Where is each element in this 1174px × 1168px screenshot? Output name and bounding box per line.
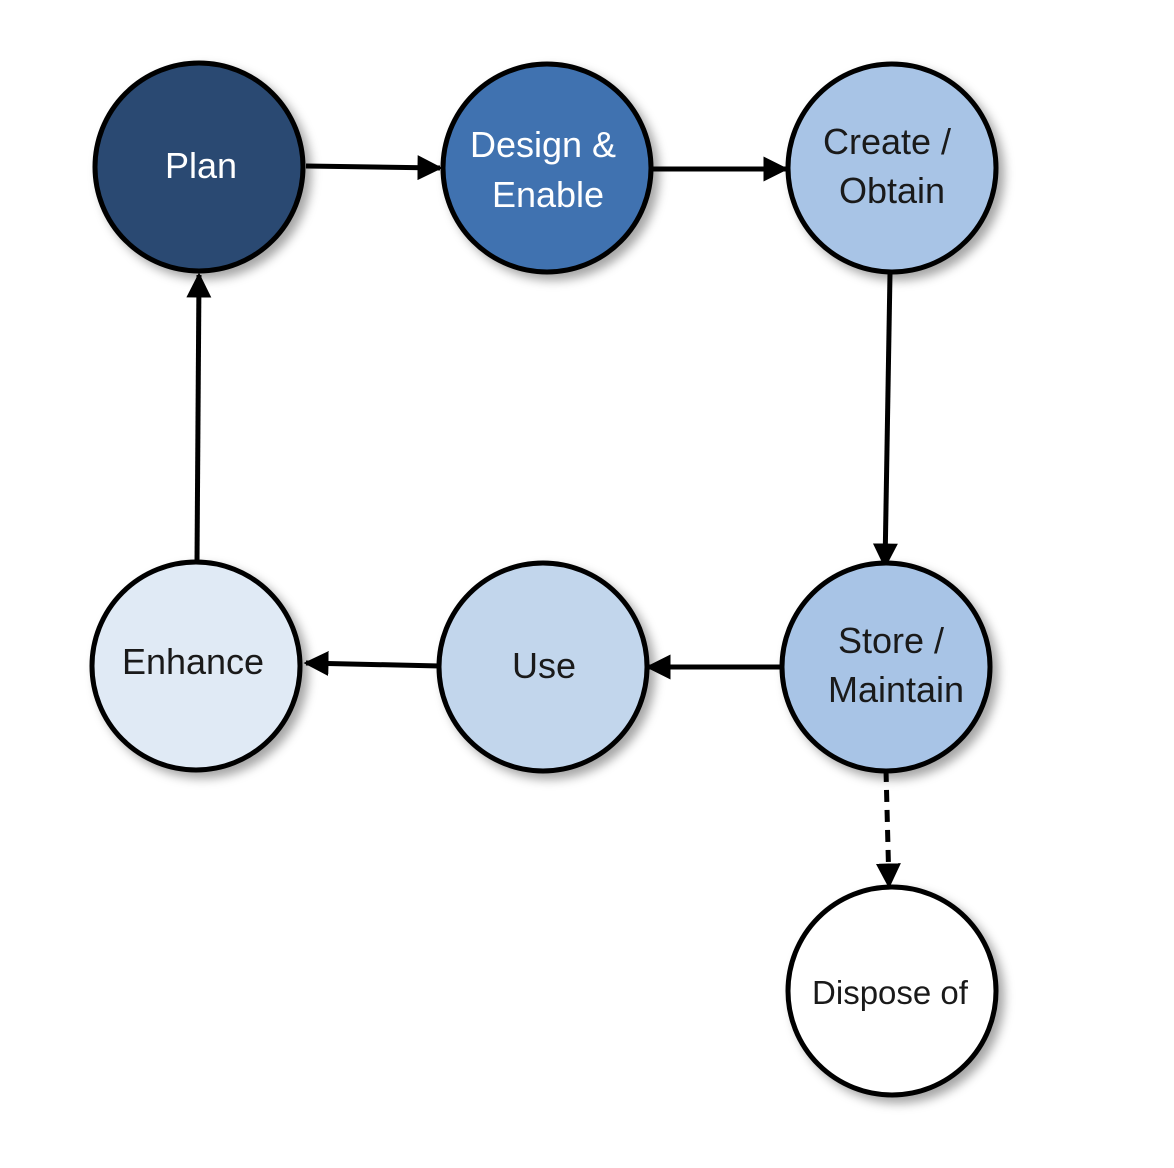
- edge-store-maintain-to-dispose-of: [875, 769, 901, 889]
- edge-use-to-enhance: [303, 651, 441, 677]
- node-use-label: Use: [512, 645, 576, 686]
- node-enhance-label: Enhance: [122, 641, 264, 682]
- node-dispose-of-label: Dispose of: [812, 974, 969, 1011]
- node-dispose-of-circle: [785, 884, 999, 1098]
- node-create-obtain-label: Create / Obtain: [823, 121, 961, 211]
- edge-plan-to-design-enable: [305, 155, 443, 181]
- node-store-maintain-circle: [779, 560, 993, 774]
- node-use: Use: [436, 560, 650, 774]
- node-enhance: Enhance: [89, 559, 303, 773]
- node-design-enable-label: Design & Enable: [470, 124, 626, 215]
- node-use-circle: [436, 560, 650, 774]
- node-plan: Plan: [92, 60, 306, 274]
- edge-enhance-to-plan: [186, 272, 212, 563]
- node-design-enable: Design & Enable: [440, 61, 654, 275]
- edge-create-obtain-to-store-maintain: [872, 272, 898, 569]
- node-plan-label: Plan: [165, 145, 237, 186]
- node-dispose-of: Dispose of: [785, 884, 999, 1098]
- node-store-maintain-label: Store / Maintain: [828, 620, 964, 710]
- node-plan-circle: [92, 60, 306, 274]
- node-enhance-circle: [89, 559, 303, 773]
- node-create-obtain-circle: [785, 61, 999, 275]
- node-create-obtain: Create / Obtain: [785, 61, 999, 275]
- node-store-maintain: Store / Maintain: [779, 560, 993, 774]
- node-design-enable-circle: [440, 61, 654, 275]
